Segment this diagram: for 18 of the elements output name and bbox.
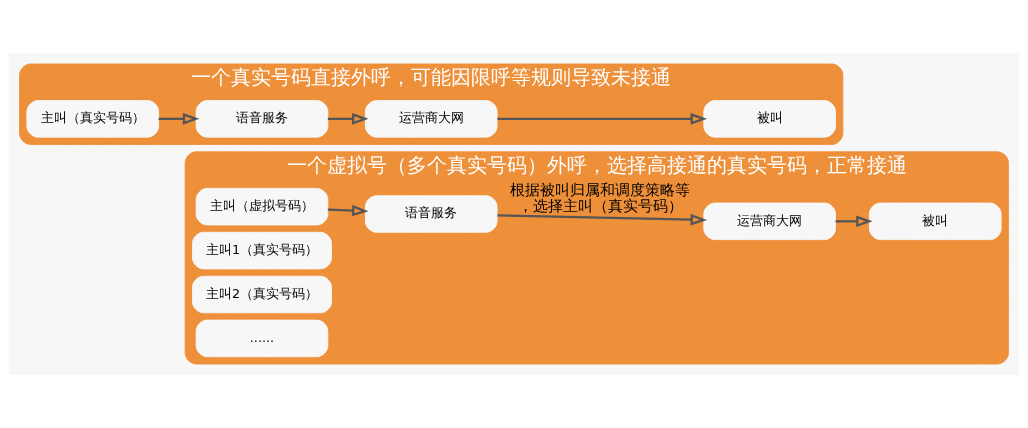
node-box: 主叫（虚拟号码） <box>195 187 329 226</box>
arrow <box>497 113 708 125</box>
arrow <box>497 213 708 226</box>
node-box: 运营商大网 <box>364 100 498 138</box>
arrow <box>835 215 873 228</box>
node-box: 语音服务 <box>364 195 498 233</box>
node-box: 被叫 <box>868 202 1002 241</box>
node-box: ...... <box>195 319 329 358</box>
arrow <box>327 113 369 125</box>
edge-label: 根据被叫归属和调度策略等，选择主叫（真实号码） <box>510 180 691 215</box>
node-box: 运营商大网 <box>703 202 836 241</box>
arrow <box>158 113 200 125</box>
node-box: 语音服务 <box>195 100 329 138</box>
node-box: 被叫 <box>703 100 836 138</box>
node-box: 主叫1（真实号码） <box>192 231 332 270</box>
arrow <box>327 204 369 217</box>
node-box: 主叫2（真实号码） <box>192 275 332 314</box>
node-box: 主叫（真实号码） <box>26 100 160 138</box>
